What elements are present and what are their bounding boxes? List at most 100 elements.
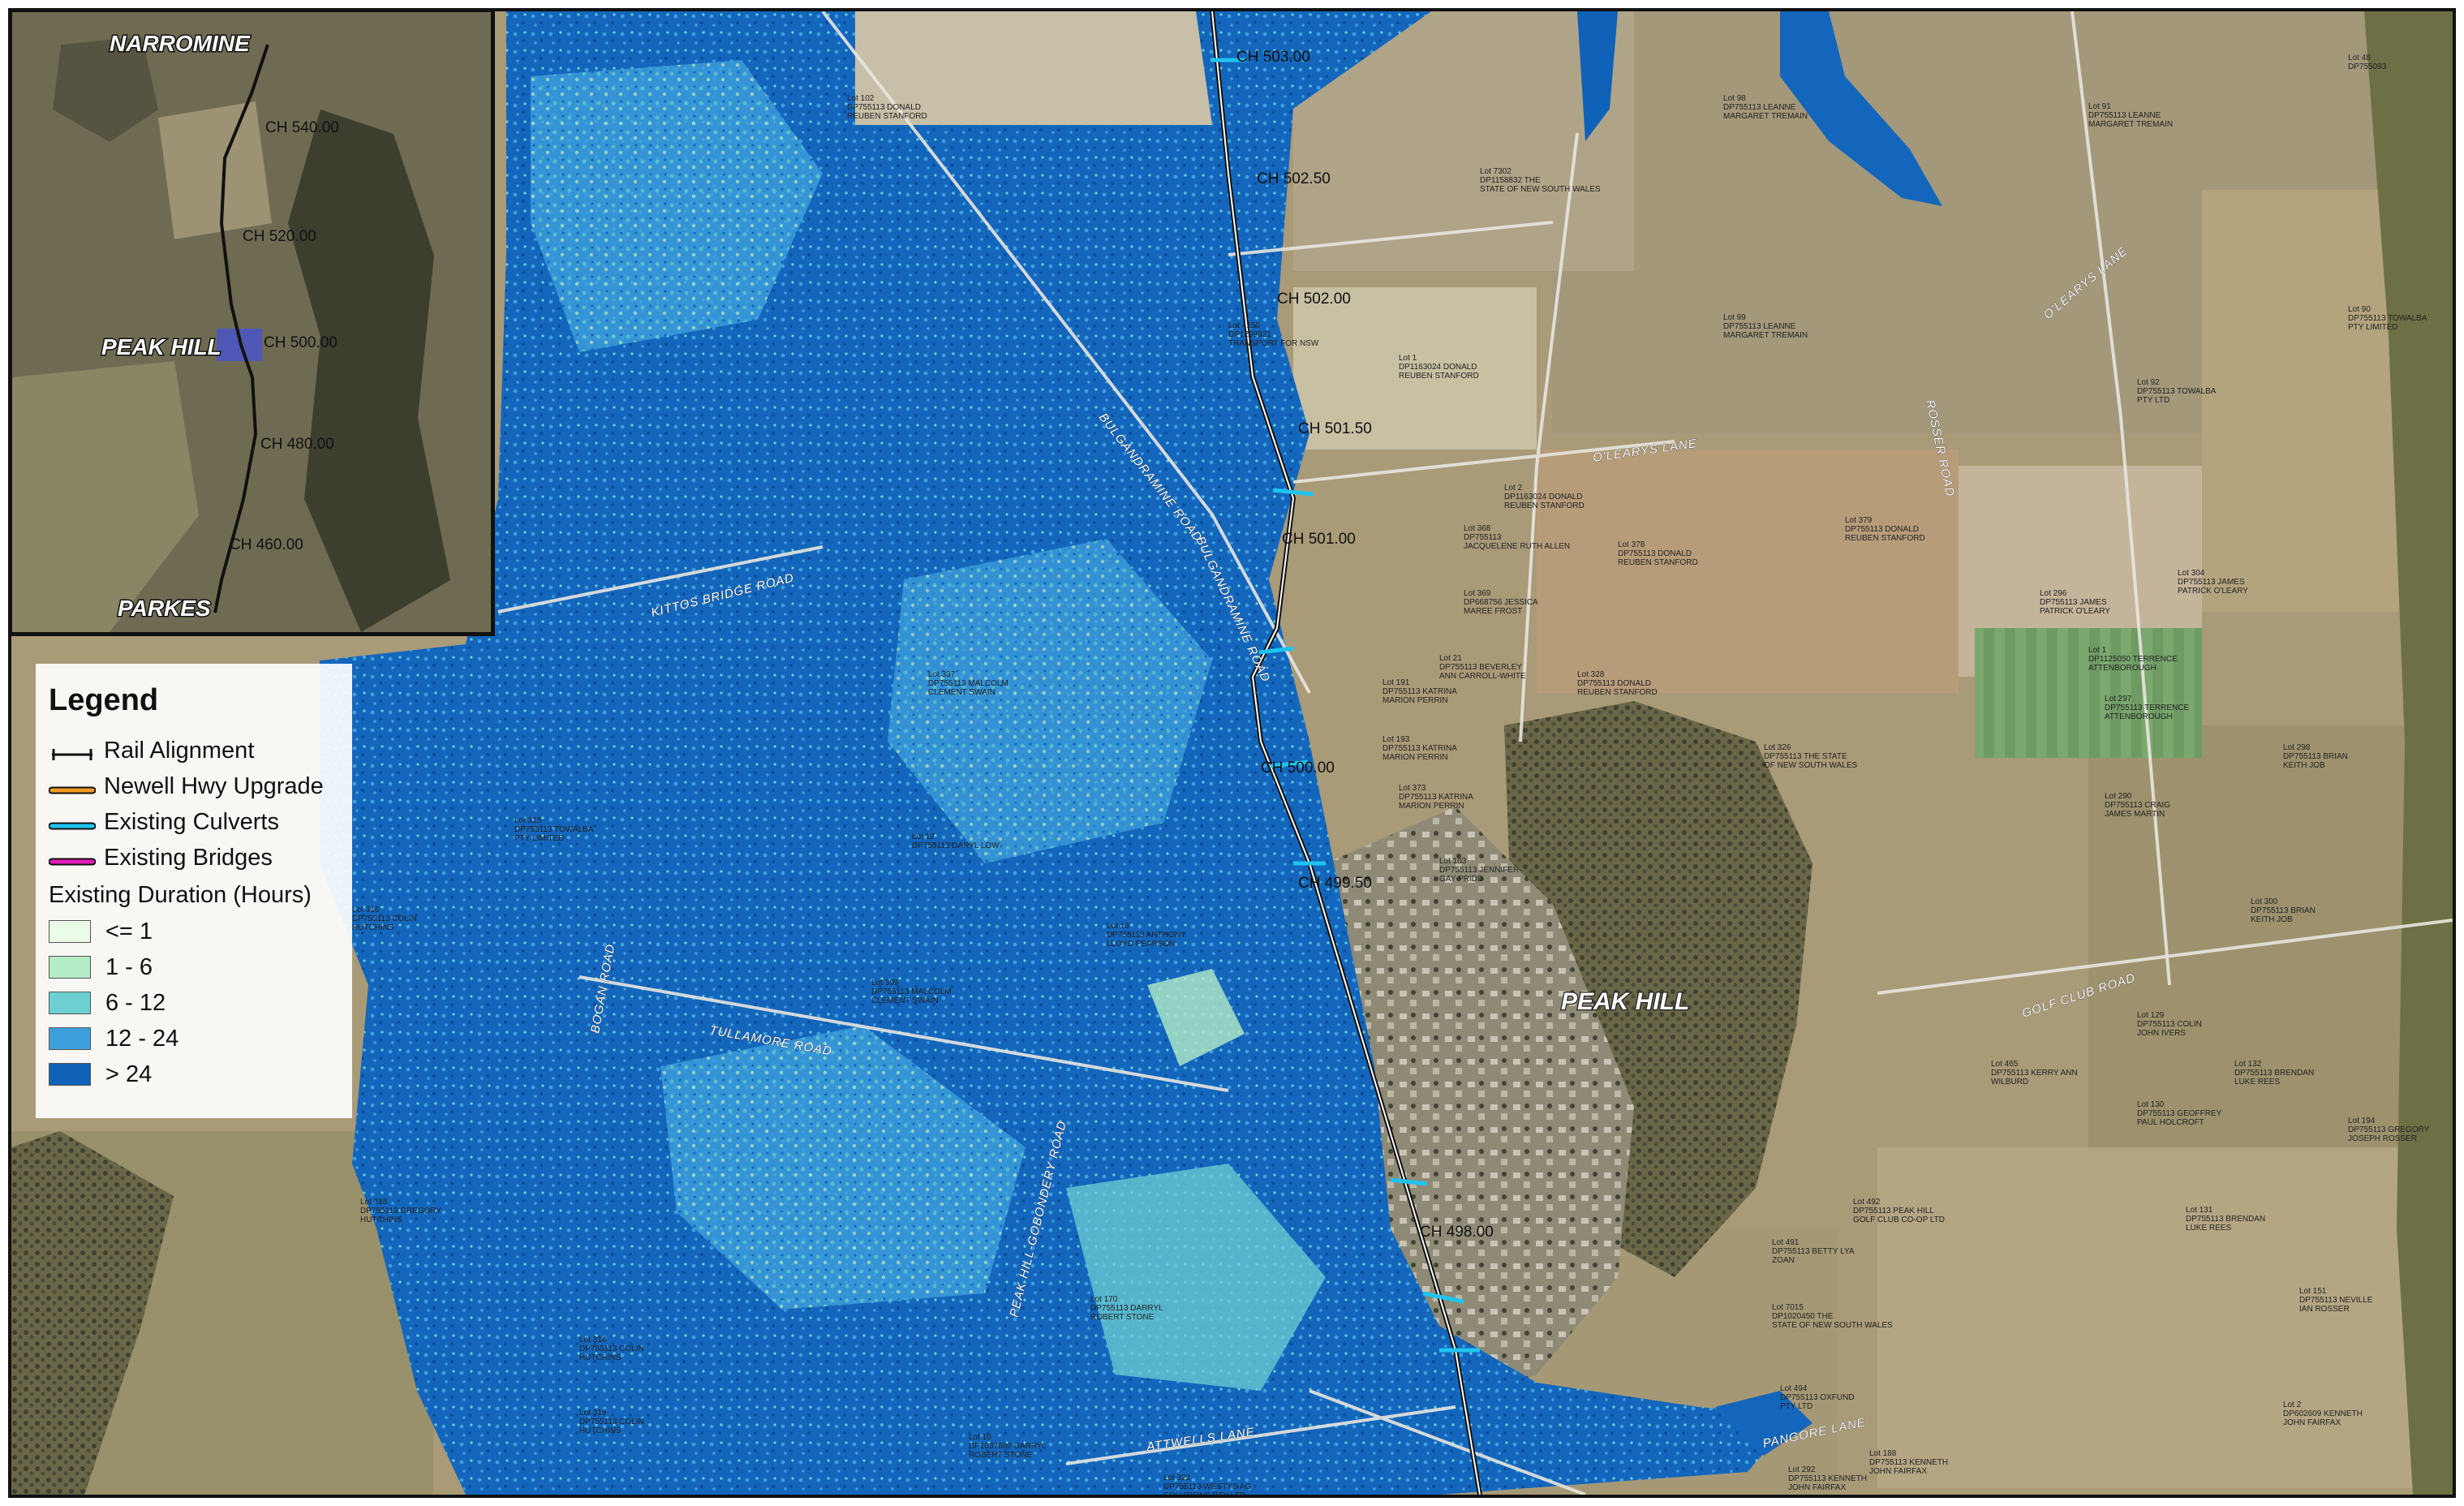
- flood-creek: [1780, 11, 1942, 206]
- culvert-line-icon: [48, 814, 97, 830]
- map-legend: Legend Rail Alignment Newell Hwy Upgrade…: [36, 664, 352, 1118]
- legend-label: <= 1: [105, 918, 153, 944]
- town-label-peak-hill: PEAK HILL: [1561, 988, 1689, 1015]
- flood-extent-12-24: [888, 539, 1212, 863]
- legend-label: Existing Culverts: [104, 808, 279, 835]
- color-swatch: [49, 992, 91, 1014]
- legend-item-bridges: Existing Bridges: [48, 840, 339, 876]
- color-swatch: [49, 1063, 91, 1086]
- legend-duration-class: 1 - 6: [49, 949, 339, 985]
- inset-farmland: [158, 101, 272, 239]
- bushland: [2364, 11, 2453, 1495]
- chainage-label: CH 502.50: [1257, 170, 1331, 187]
- legend-title: Legend: [49, 683, 159, 717]
- legend-label: 1 - 6: [105, 953, 153, 980]
- chainage-label: CH 499.50: [1298, 875, 1372, 892]
- culvert-markers: [1210, 58, 1480, 1353]
- inset-bushland: [288, 110, 450, 632]
- paddock: [1293, 287, 1537, 450]
- legend-label: Newell Hwy Upgrade: [104, 772, 324, 799]
- bridge-line-icon: [48, 850, 97, 866]
- legend-item-newell-hwy: Newell Hwy Upgrade: [48, 768, 339, 804]
- legend-label: 12 - 24: [105, 1025, 179, 1052]
- flood-extent-le1: [1147, 969, 1245, 1066]
- inset-chainage-label: CH 500.00: [264, 334, 338, 351]
- inset-town-label: PEAK HILL: [101, 334, 221, 359]
- paddock: [1877, 1147, 2445, 1488]
- inset-chainage-label: CH 540.00: [265, 119, 339, 136]
- legend-duration-class: > 24: [49, 1056, 339, 1092]
- paddock: [1537, 450, 1959, 693]
- legend-duration-class: 6 - 12: [49, 985, 339, 1021]
- inset-chainage-label: CH 480.00: [260, 436, 334, 453]
- inset-chainage-label: CH 460.00: [230, 536, 303, 553]
- color-swatch: [49, 920, 91, 943]
- inset-town-label: NARROMINE: [110, 31, 251, 56]
- chainage-label: CH 503.00: [1236, 49, 1310, 66]
- flood-creek: [1577, 11, 1618, 141]
- highway-line-icon: [48, 778, 97, 794]
- inset-rail-route: [213, 44, 269, 613]
- legend-duration-title: Existing Duration (Hours): [49, 882, 312, 908]
- paddock: [823, 11, 1228, 125]
- flood-extent-12-24: [531, 60, 823, 352]
- color-swatch: [49, 1027, 91, 1050]
- rail-alignment-icon: [49, 742, 96, 760]
- legend-label: Existing Bridges: [104, 844, 273, 871]
- chainage-label: CH 502.00: [1277, 290, 1351, 308]
- chainage-label: CH 500.00: [1261, 759, 1335, 777]
- chainage-label: CH 498.00: [1420, 1224, 1494, 1241]
- locality-inset-map[interactable]: NARROMINE PEAK HILL PARKES CH 540.00 CH …: [8, 8, 495, 636]
- chainage-label: CH 501.50: [1298, 420, 1372, 437]
- inset-bushland: [53, 37, 158, 142]
- inset-town-label: PARKES: [118, 596, 211, 621]
- inset-farmland: [12, 361, 199, 632]
- flood-extent-12-24: [660, 1026, 1026, 1310]
